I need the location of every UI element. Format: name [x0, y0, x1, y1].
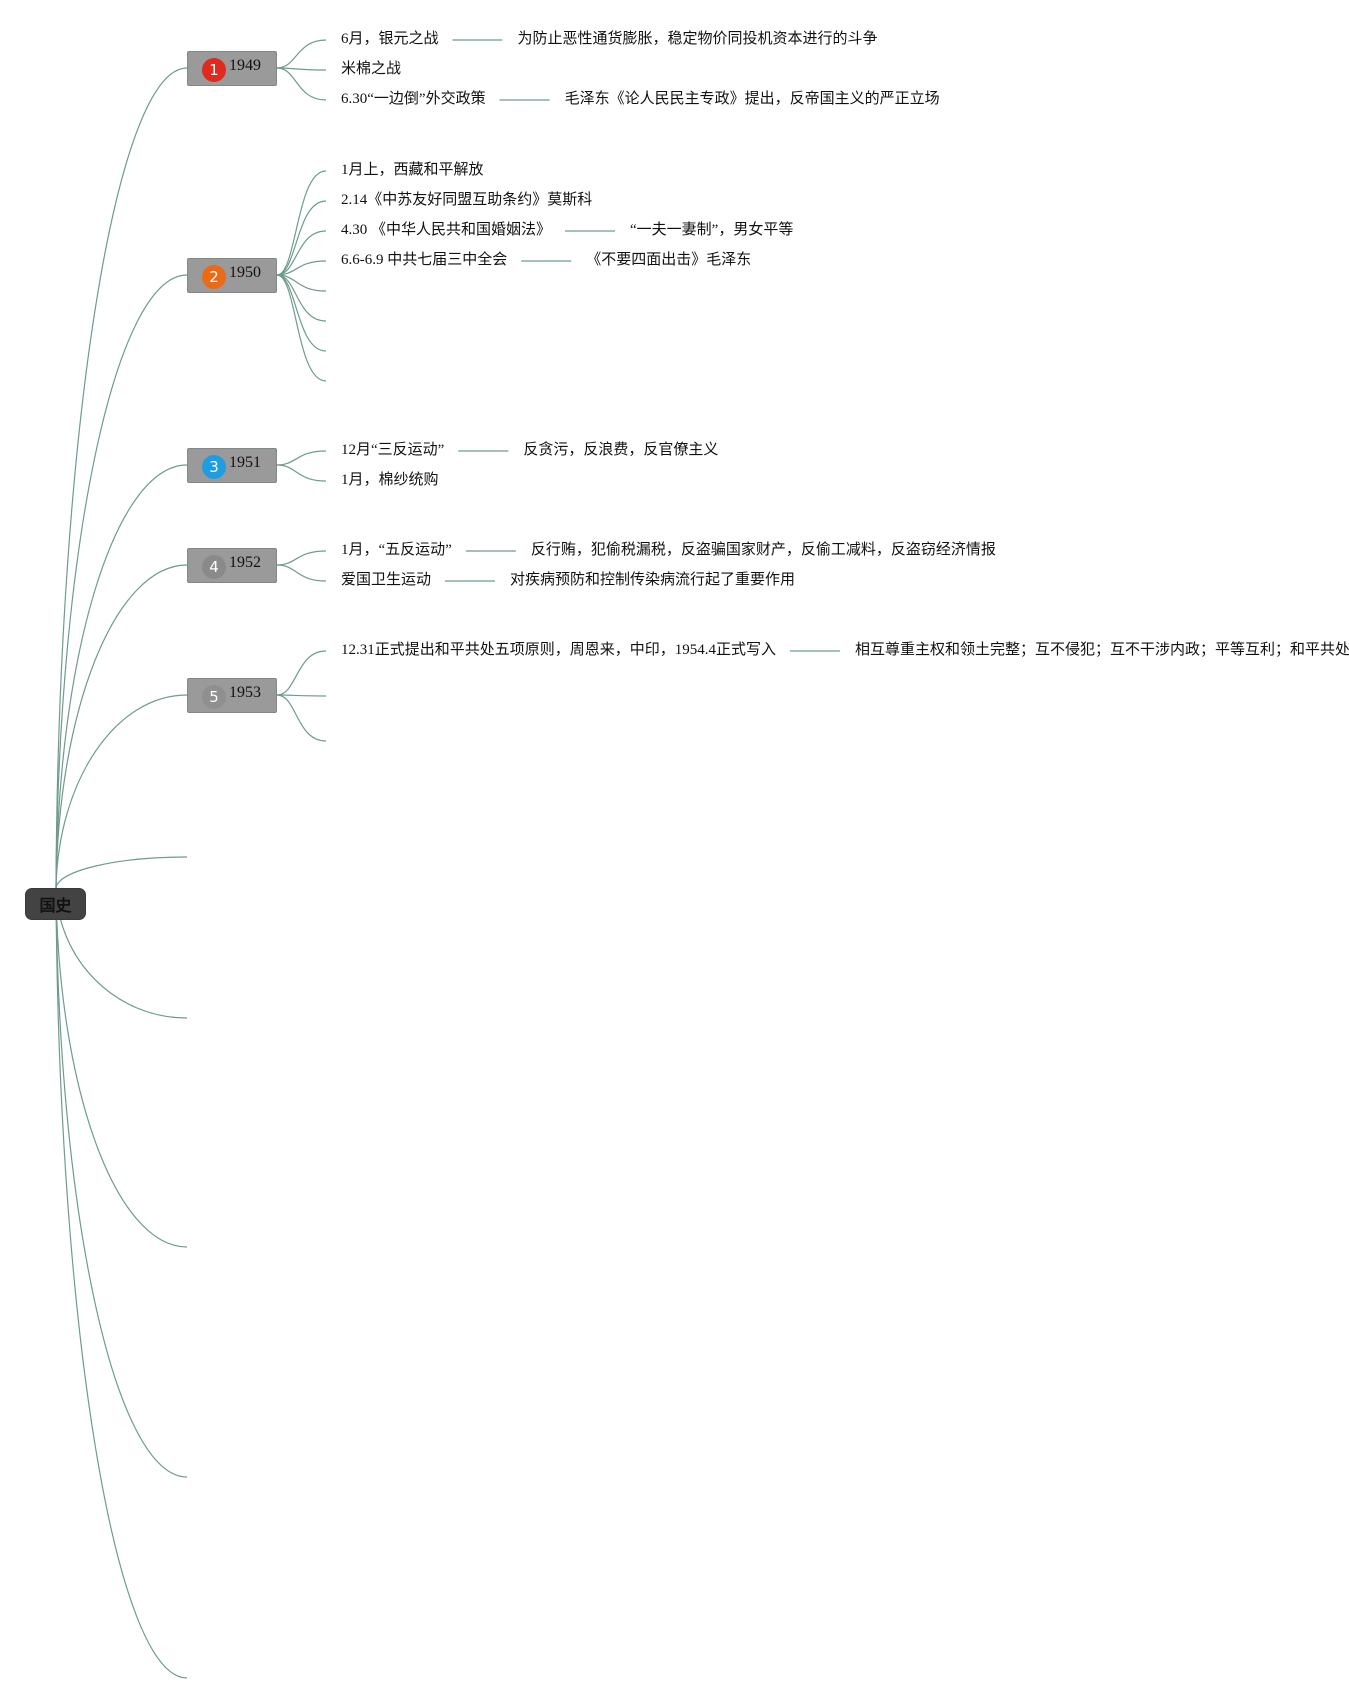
root-link-empty	[55, 887, 188, 1248]
year-leaf-link	[276, 200, 327, 276]
detail-node[interactable]: “一夫一妻制”，男女平等	[630, 222, 794, 238]
root-node[interactable]: 国史	[25, 888, 86, 920]
topic-node[interactable]: 2.14《中苏友好同盟互助条约》莫斯科	[341, 192, 593, 208]
topic-node[interactable]: 6月，银元之战	[341, 31, 439, 47]
topic-node[interactable]: 1月，棉纱统购	[341, 472, 439, 488]
root-link-empty	[55, 887, 188, 1478]
topic-node[interactable]: 12.31正式提出和平共处五项原则，周恩来，中印，1954.4正式写入	[341, 642, 777, 658]
year-leaf-link	[276, 274, 327, 382]
topic-node[interactable]: 6.30“一边倒”外交政策	[341, 91, 486, 107]
detail-node[interactable]: 反贪污，反浪费，反官僚主义	[523, 442, 719, 458]
detail-node[interactable]: 《不要四面出击》毛泽东	[586, 252, 752, 268]
year-leaf-link	[276, 694, 327, 697]
year-label: 1952	[229, 553, 261, 571]
root-link-empty	[55, 856, 188, 889]
topic-node[interactable]: 1月上，西藏和平解放	[341, 162, 484, 178]
topic-node[interactable]: 米棉之战	[341, 61, 402, 77]
year-label: 1951	[229, 453, 261, 471]
priority-badge-icon: 3	[202, 454, 226, 479]
root-link-1951	[55, 464, 188, 889]
root-link-1949	[55, 67, 188, 889]
year-leaf-link	[276, 564, 327, 582]
topic-node[interactable]: 1月，“五反运动”	[341, 542, 452, 558]
topic-node[interactable]: 4.30 《中华人民共和国婚姻法》	[341, 222, 552, 238]
detail-node[interactable]: 毛泽东《论人民民主专政》提出，反帝国主义的严正立场	[564, 91, 940, 107]
year-leaf-link	[276, 67, 327, 101]
detail-node[interactable]: 为防止恶性通货膨胀，稳定物价同投机资本进行的斗争	[517, 31, 878, 47]
year-leaf-link	[276, 464, 327, 482]
year-label: 1949	[229, 56, 261, 74]
year-leaf-link	[276, 550, 327, 566]
year-leaf-link	[276, 450, 327, 466]
priority-badge-icon: 4	[202, 554, 226, 579]
priority-badge-icon: 1	[202, 57, 226, 82]
detail-node[interactable]: 对疾病预防和控制传染病流行起了重要作用	[510, 572, 796, 588]
year-leaf-link	[276, 274, 327, 322]
year-label: 1950	[229, 263, 261, 281]
priority-badge-icon: 5	[202, 684, 226, 709]
root-link-1952	[55, 564, 188, 889]
detail-node[interactable]: 相互尊重主权和领土完整；互不侵犯；互不干涉内政；平等互利；和平共处	[855, 642, 1349, 658]
detail-node[interactable]: 反行贿，犯偷税漏税，反盗骗国家财产，反偷工减料，反盗窃经济情报	[530, 542, 996, 558]
topic-node[interactable]: 6.6-6.9 中共七届三中全会	[341, 252, 508, 268]
root-link-1953	[55, 694, 188, 889]
year-leaf-link	[276, 230, 327, 276]
priority-badge-icon: 2	[202, 264, 226, 289]
year-leaf-link	[276, 694, 327, 742]
year-leaf-link	[276, 260, 327, 276]
year-leaf-link	[276, 39, 327, 69]
topic-node[interactable]: 12月“三反运动”	[341, 442, 445, 458]
year-leaf-link	[276, 274, 327, 352]
root-label: 国史	[39, 896, 72, 915]
topic-node[interactable]: 爱国卫生运动	[341, 572, 432, 588]
year-leaf-link	[276, 650, 327, 696]
root-link-1950	[55, 274, 188, 889]
root-link-empty	[55, 887, 188, 1679]
year-leaf-link	[276, 170, 327, 276]
year-label: 1953	[229, 683, 261, 701]
